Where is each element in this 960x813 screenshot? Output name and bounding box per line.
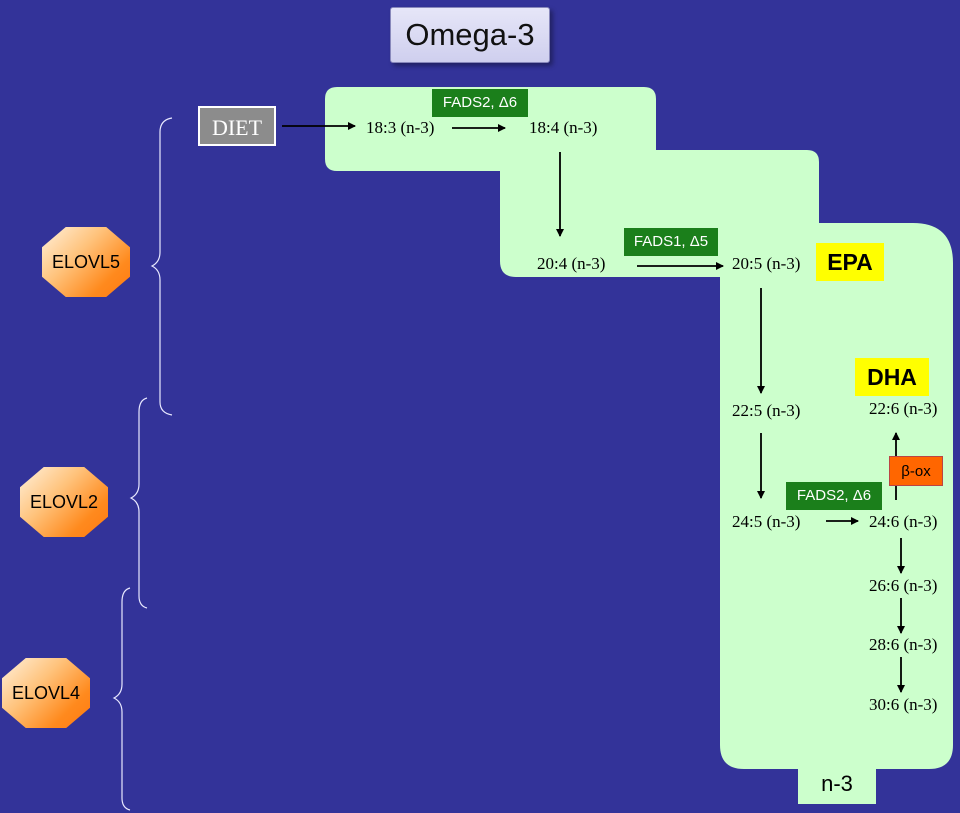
- brace-elovl5: [150, 117, 173, 416]
- acid-20-4: 20:4 (n-3): [537, 254, 606, 273]
- page-title: Omega-3: [390, 7, 550, 63]
- acid-18-4: 18:4 (n-3): [529, 118, 598, 137]
- enzyme-fads2-delta6-second: FADS2, Δ6: [786, 482, 882, 510]
- acid-26-6: 26:6 (n-3): [869, 576, 938, 595]
- acid-18-3: 18:3 (n-3): [366, 118, 435, 137]
- elongase-braces: [112, 117, 173, 811]
- dha-label: DHA: [855, 358, 929, 396]
- brace-elovl4: [112, 587, 131, 811]
- diet-box: DIET: [198, 106, 276, 146]
- elongase-elovl5: ELOVL5: [42, 227, 130, 297]
- family-label-n3: n-3: [821, 771, 853, 796]
- epa-label: EPA: [816, 243, 884, 281]
- acid-28-6: 28:6 (n-3): [869, 635, 938, 654]
- acid-22-6: 22:6 (n-3): [869, 399, 938, 418]
- enzyme-fads2-delta6-first: FADS2, Δ6: [432, 89, 528, 117]
- beta-oxidation-box: β-ox: [889, 456, 943, 486]
- acid-24-5: 24:5 (n-3): [732, 512, 801, 531]
- elongase-elovl4: ELOVL4: [2, 658, 90, 728]
- pathway-region-shape: [325, 87, 953, 804]
- acid-20-5: 20:5 (n-3): [732, 254, 801, 273]
- acid-24-6: 24:6 (n-3): [869, 512, 938, 531]
- enzyme-fads1-delta5: FADS1, Δ5: [624, 228, 718, 256]
- acid-30-6: 30:6 (n-3): [869, 695, 938, 714]
- brace-elovl2: [129, 397, 148, 609]
- elongase-elovl2: ELOVL2: [20, 467, 108, 537]
- acid-22-5: 22:5 (n-3): [732, 401, 801, 420]
